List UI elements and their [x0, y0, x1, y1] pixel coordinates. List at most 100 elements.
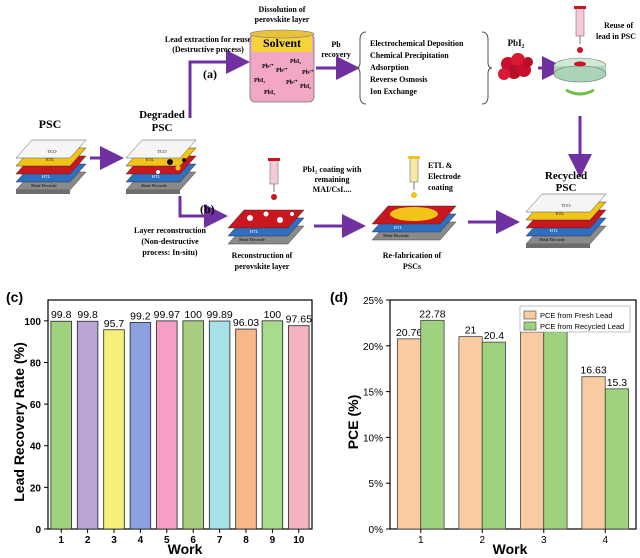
bar-work-5: [156, 320, 178, 530]
beaker-label-8: PbI₂: [264, 90, 275, 96]
refab-label-2: PSCs: [403, 262, 421, 271]
bar-work-1: [50, 320, 72, 530]
etl-electrode-label-2: Electrode: [428, 172, 461, 181]
pbi2-coating-label-3: MAI/CsI....: [313, 185, 352, 194]
recon-layer-htl: HTL: [250, 229, 259, 234]
bar-recycled-work-4: [604, 388, 630, 530]
reuse-substrate: [553, 6, 607, 96]
solvent-beaker: [249, 29, 315, 103]
legend-box: [519, 305, 631, 333]
methods-bracket: [355, 31, 367, 105]
refab-label-1: Re-fabrication of: [383, 251, 442, 260]
beaker-label-3: Pb²⁺: [276, 68, 288, 74]
refab-layer-electrode: Metal Electrode: [383, 233, 409, 238]
bar-value-label: 100: [184, 309, 202, 321]
bar-value-label: 99.89: [206, 309, 232, 321]
pb-recovery-label-1: Pb: [331, 40, 341, 49]
y-tick-label-c: 40: [30, 442, 42, 453]
x-tick-label-c: 4: [138, 535, 144, 546]
path-b-label: (b): [200, 202, 215, 216]
reconstruction-stack: [227, 158, 305, 245]
bar-value-label: 15.3: [607, 377, 628, 389]
legend-label: PCE from Fresh Lead: [540, 311, 613, 320]
chart-lead-recovery: (c) Lead Recovery Rate (%) Work 02040608…: [6, 289, 313, 557]
degraded-layer-tco: TCO: [158, 149, 168, 154]
bar-value-label: 100: [264, 309, 282, 321]
y-axis-label-c: Lead Recovery Rate (%): [11, 342, 27, 502]
bar-fresh-work-1: [396, 338, 422, 530]
degraded-psc-stack: [125, 139, 197, 194]
recon-perov-label-1: Reconstruction of: [232, 251, 293, 260]
pb-recovery-label-2: recovery: [321, 50, 351, 59]
bar-work-10: [288, 325, 310, 530]
recycled-layer-etl: ETL: [556, 211, 564, 216]
psc-layer-electrode: Metal Electrode: [31, 183, 57, 188]
chart-pce: (d) PCE (%) Work 0%5%10%15%20%25%20.7622…: [330, 289, 637, 557]
x-tick-label-c: 9: [270, 535, 276, 546]
reuse-label-1: Reuse of: [604, 21, 633, 30]
method-item-1: Electrochemical Deposition: [370, 39, 464, 48]
recycled-title-1: Recycled: [545, 170, 587, 182]
panel-label-d: (d): [330, 289, 348, 305]
method-item-3: Adsorption: [370, 63, 409, 72]
psc-layer-tco: TCO: [48, 149, 58, 154]
y-axis-label-d: PCE (%): [345, 395, 361, 449]
bar-value-label: 99.97: [154, 309, 180, 321]
etl-electrode-label-1: ETL &: [428, 161, 453, 170]
beaker-label-6: Pb²⁺: [286, 80, 298, 86]
bar-value-label: 96.03: [233, 317, 259, 329]
degraded-layer-etl: ETL: [146, 157, 154, 162]
lead-extraction-label-1: Lead extraction for reuse: [165, 35, 252, 44]
recycled-layer-htl: HTL: [550, 228, 559, 233]
x-tick-label-d: 1: [418, 535, 424, 546]
degraded-title-1: Degraded: [139, 109, 185, 121]
recycled-layer-electrode: Metal Electrode: [539, 237, 565, 242]
method-item-4: Reverse Osmosis: [370, 75, 428, 84]
legend-swatch: [523, 310, 537, 320]
recycling-schematic: PSC TCO ETL HTL Metal Electrode Degraded…: [15, 5, 636, 271]
method-item-2: Chemical Precipitation: [370, 51, 449, 60]
x-tick-label-c: 5: [164, 535, 170, 546]
x-tick-label-d: 4: [602, 535, 608, 546]
bar-value-label: 97.65: [286, 314, 312, 326]
dissolution-label-2: perovskite layer: [255, 15, 310, 24]
beaker-label-4: Pb²⁺: [302, 70, 314, 76]
x-tick-label-c: 1: [58, 535, 64, 546]
legend-label: PCE from Recycled Lead: [540, 322, 624, 331]
bar-value-label: 22.78: [419, 308, 445, 320]
pbi2-label: PbI₂: [508, 38, 525, 48]
method-item-5: Ion Exchange: [370, 87, 417, 96]
solvent-label: Solvent: [263, 36, 301, 50]
arrow-path-a: [188, 50, 250, 118]
plot-area-d: 0%5%10%15%20%25%20.7622.7812120.4221.521…: [363, 296, 637, 546]
lead-extraction-label-2: (Destructive process): [172, 45, 244, 54]
bar-value-label: 99.2: [130, 310, 151, 322]
bar-work-3: [103, 329, 125, 530]
bar-work-6: [182, 320, 204, 530]
y-tick-label-d: 10%: [363, 433, 383, 444]
bar-value-label: 99.8: [51, 309, 72, 321]
bar-value-label: 20.76: [396, 327, 422, 339]
x-tick-label-c: 10: [293, 535, 305, 546]
degraded-layer-htl: HTL: [152, 174, 161, 179]
plot-frame-c: [47, 299, 313, 530]
x-tick-label-c: 8: [243, 535, 249, 546]
x-tick-label-c: 2: [85, 535, 91, 546]
recycled-layer-tco: TCO: [562, 203, 572, 208]
y-tick-label-c: 20: [30, 483, 42, 494]
degraded-title-2: PSC: [152, 122, 173, 134]
bar-value-label: 21: [465, 325, 477, 337]
etl-electrode-label-3: coating: [428, 183, 453, 192]
bar-work-9: [261, 320, 284, 530]
y-tick-label-c: 60: [30, 400, 42, 411]
y-tick-label-c: 80: [30, 358, 42, 369]
x-tick-label-c: 6: [190, 535, 196, 546]
layer-recon-label-3: process: In-situ): [142, 248, 198, 257]
x-axis-label-c: Work: [168, 541, 203, 557]
psc-stack: [15, 139, 87, 194]
beaker-label-2: Pb²⁺: [262, 64, 274, 70]
beaker-label-7: PbI₂: [300, 84, 311, 90]
bar-work-7: [208, 320, 231, 530]
pbi2-cluster: [498, 53, 533, 80]
